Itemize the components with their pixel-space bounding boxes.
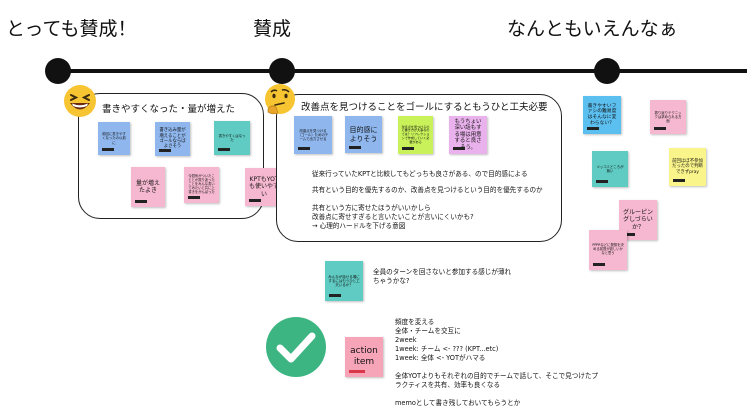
timeline-dot-left[interactable] <box>45 58 71 84</box>
action-text: 全体・チームを交互に <box>395 327 461 335</box>
action-item-note[interactable]: action item <box>345 337 383 377</box>
timeline-dot-right[interactable] <box>594 58 620 84</box>
scale-label-neutral: なんともいえんなぁ <box>507 18 678 40</box>
action-text: memoとして書き残しておいてもらうとか <box>395 399 521 407</box>
sticky-note[interactable]: 書きやすいファシの難易度はそんなに変わらない？ <box>583 96 621 134</box>
group-title-easy-to-write: 書きやすくなった・量が増えた <box>102 104 236 115</box>
action-text: 1week: 全体 <- YOTがハマる <box>395 354 486 362</box>
action-text: ラクティスを共有、効率も良くなる <box>395 381 501 389</box>
sticky-note[interactable]: 今週気がついたこととか振り返ったことをみんな書いてみたいと共に上書きをがんばった <box>184 167 219 203</box>
sticky-note[interactable]: 改善点を見つけるのに書き方が大事なのでは？リフレクションで作成していく必要がある <box>398 116 433 154</box>
sticky-note[interactable]: 量が増えたよき <box>131 167 165 207</box>
group-box-easy-to-write[interactable] <box>78 93 264 219</box>
sticky-note[interactable]: みんなが話せる場にするにはもうひと工夫いるか？ <box>325 261 363 301</box>
sticky-note[interactable]: ツッコミどころが無い <box>592 151 628 187</box>
sticky-note[interactable]: PPPRなどに発想を決める前提が欲しいかなと思う <box>589 230 627 270</box>
action-text: 2week <box>395 336 417 344</box>
thinking-face-icon <box>265 84 295 115</box>
sticky-note[interactable]: 振り返りテクニックは求められる方面 <box>650 100 686 134</box>
scale-label-agree: 賛成 <box>253 18 292 40</box>
discussion-text: 従来行っていたKPTと比較してもどっちも良さがある、ので目的感による <box>312 170 528 178</box>
action-text: 1week: チーム <- ??? (KPT...etc) <box>395 345 499 353</box>
sticky-note[interactable]: 書きやすくはなった <box>214 121 250 155</box>
grinning-face-icon <box>64 85 96 117</box>
sticky-note[interactable]: 目的感によりそう <box>345 116 382 153</box>
participation-text: 全員のターンを回さないと参加する感じが薄れ <box>373 268 512 276</box>
sticky-note[interactable]: 書き込み量が増えることがゴールならばよさそう <box>155 122 190 156</box>
sticky-note[interactable]: もうちょい深い話もする場は用意すると良さそう。 <box>449 116 487 154</box>
action-text: 全体YOTよりもそれぞれの目的でチームで話して、そこで見つけたプ <box>395 372 599 380</box>
discussion-text: 共有という方に寄せたほうがいいかしら <box>312 204 431 212</box>
discussion-text: → 心理的ハードルを下げる意図 <box>312 222 406 230</box>
group-title-improvement: 改善点を見つけることをゴールにするともうひと工夫必要 <box>301 102 548 113</box>
timeline-line <box>57 69 747 73</box>
check-circle-icon <box>266 317 326 377</box>
discussion-text: 共有という目的を優先するのか、改善点を見つけるという目的を優先するのか <box>312 186 543 194</box>
scale-label-strongly-agree: とっても賛成！ <box>6 18 137 40</box>
participation-text: ちゃうかな? <box>373 277 410 285</box>
action-text: 頻度を変える <box>395 318 435 326</box>
sticky-note[interactable]: 改善点を見つける（ゴール）ためのチームで出力させる <box>294 116 332 154</box>
sticky-note[interactable]: 前回ほぼ不参加だったので判断できずpray <box>669 148 706 186</box>
sticky-note[interactable]: 前回に書きやすくなったの以前に <box>98 122 130 155</box>
discussion-text: 改善点に寄せすぎると言いたいことが言いにくいかも? <box>312 213 474 221</box>
timeline-dot-middle[interactable] <box>269 58 295 84</box>
